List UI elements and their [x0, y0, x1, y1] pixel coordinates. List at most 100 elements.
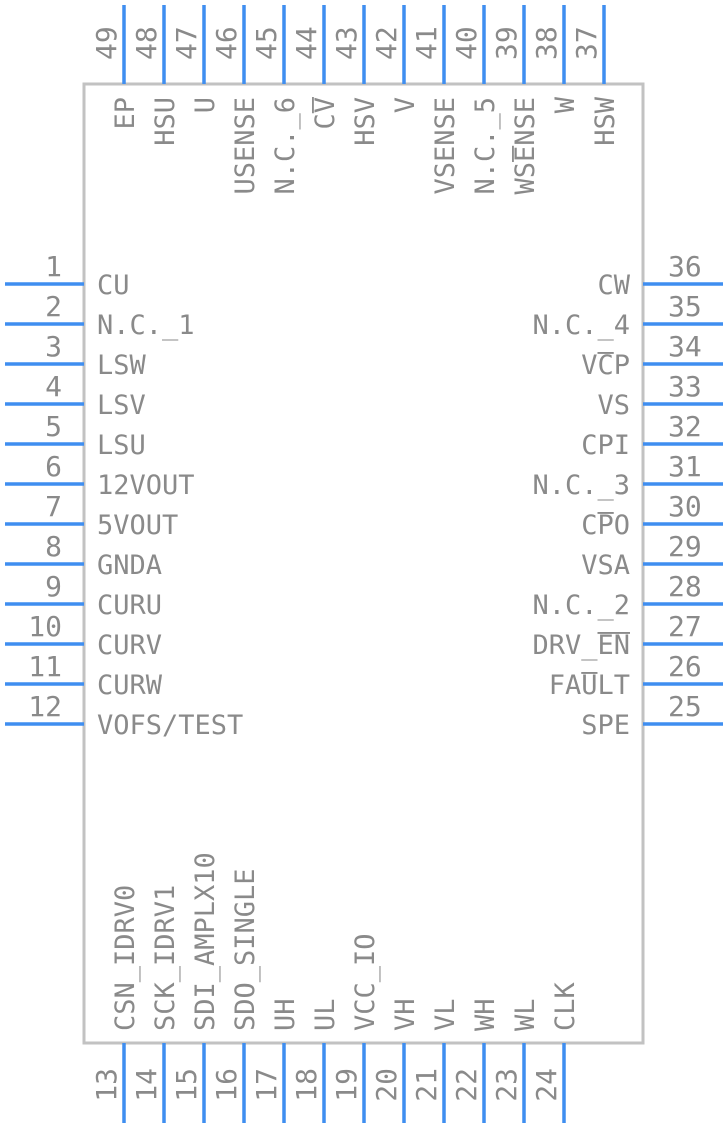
pin-number-7: 7 — [45, 490, 62, 523]
pin-label-27: DRV_EN — [532, 630, 630, 661]
pin-label-2: N.C._1 — [97, 310, 195, 341]
pin-number-39: 39 — [490, 26, 523, 60]
pin-label-17: UH — [270, 998, 301, 1031]
pin-label-12: VOFS/TEST — [97, 710, 243, 741]
pin-number-32: 32 — [668, 410, 702, 443]
pin-number-28: 28 — [668, 570, 702, 603]
pin-label-1: CU — [97, 270, 130, 301]
pin-label-7: 5VOUT — [97, 510, 178, 541]
pin-number-21: 21 — [410, 1068, 443, 1102]
pin-number-15: 15 — [170, 1068, 203, 1102]
pin-number-4: 4 — [45, 370, 62, 403]
pin-number-30: 30 — [668, 490, 702, 523]
pin-number-13: 13 — [90, 1068, 123, 1102]
pin-number-31: 31 — [668, 450, 702, 483]
pin-number-36: 36 — [668, 250, 702, 283]
pin-label-8: GNDA — [97, 550, 162, 581]
pin-number-10: 10 — [28, 610, 62, 643]
pin-number-20: 20 — [370, 1068, 403, 1102]
pin-number-19: 19 — [330, 1068, 363, 1102]
pin-number-45: 45 — [250, 26, 283, 60]
pin-label-32: CPI — [581, 430, 630, 461]
pin-label-13: CSN_IDRV0 — [110, 885, 141, 1031]
pin-number-24: 24 — [530, 1068, 563, 1102]
pin-label-29: VSA — [581, 550, 630, 581]
pin-number-40: 40 — [450, 26, 483, 60]
pin-number-25: 25 — [668, 690, 702, 723]
ic-body-outline — [82, 82, 645, 1045]
pin-label-30: CPO — [581, 510, 630, 541]
pin-number-42: 42 — [370, 26, 403, 60]
pin-number-1: 1 — [45, 250, 62, 283]
pin-label-4: LSV — [97, 390, 146, 421]
pin-label-49: EP — [110, 97, 141, 130]
pin-number-18: 18 — [290, 1068, 323, 1102]
pin-number-6: 6 — [45, 450, 62, 483]
pin-number-9: 9 — [45, 570, 62, 603]
pin-number-17: 17 — [250, 1068, 283, 1102]
pin-label-40: N.C._5 — [470, 97, 501, 195]
pin-number-47: 47 — [170, 26, 203, 60]
pin-number-46: 46 — [210, 26, 243, 60]
pin-number-44: 44 — [290, 26, 323, 60]
pin-number-49: 49 — [90, 26, 123, 60]
pin-label-20: VH — [390, 998, 421, 1031]
pin-label-47: U — [190, 97, 221, 113]
pin-number-8: 8 — [45, 530, 62, 563]
pin-label-19: VCC_IO — [350, 933, 381, 1031]
pin-number-26: 26 — [668, 650, 702, 683]
pin-label-3: LSW — [97, 350, 147, 381]
pin-number-37: 37 — [570, 26, 603, 60]
pin-number-2: 2 — [45, 290, 62, 323]
pin-number-29: 29 — [668, 530, 702, 563]
pin-label-24: CLK — [550, 981, 581, 1031]
pin-label-15: SDI_AMPLX10 — [190, 852, 221, 1031]
pin-number-12: 12 — [28, 690, 62, 723]
pin-label-28: N.C._2 — [532, 590, 630, 621]
pin-number-22: 22 — [450, 1068, 483, 1102]
pin-label-16: SDO_SINGLE — [230, 868, 261, 1031]
pin-label-10: CURV — [97, 630, 162, 661]
pin-label-35: N.C._4 — [532, 310, 630, 341]
pin-number-27: 27 — [668, 610, 702, 643]
pin-label-38: W — [550, 96, 581, 113]
pin-label-48: HSU — [150, 97, 181, 146]
pin-number-14: 14 — [130, 1068, 163, 1102]
pin-number-16: 16 — [210, 1068, 243, 1102]
pin-label-37: HSW — [590, 96, 621, 146]
pin-label-11: CURW — [97, 670, 163, 701]
pin-number-23: 23 — [490, 1068, 523, 1102]
pin-label-22: WH — [470, 998, 501, 1031]
pin-label-18: UL — [310, 998, 341, 1031]
pin-label-42: V — [390, 97, 421, 113]
pin-label-34: VCP — [581, 350, 630, 381]
pin-number-5: 5 — [45, 410, 62, 443]
pin-number-43: 43 — [330, 26, 363, 60]
pin-label-26: FAULT — [549, 670, 630, 701]
pin-number-3: 3 — [45, 330, 62, 363]
pin-label-36: CW — [597, 270, 630, 301]
pin-label-25: SPE — [581, 710, 630, 741]
pin-number-35: 35 — [668, 290, 702, 323]
pin-label-6: 12VOUT — [97, 470, 195, 501]
pin-number-34: 34 — [668, 330, 702, 363]
pin-number-48: 48 — [130, 26, 163, 60]
pin-number-38: 38 — [530, 26, 563, 60]
pin-label-21: VL — [430, 998, 461, 1031]
pin-label-31: N.C._3 — [532, 470, 630, 501]
pin-label-41: VSENSE — [430, 97, 461, 195]
pin-label-39: WSENSE — [510, 97, 541, 195]
pin-label-33: VS — [597, 390, 630, 421]
pin-label-14: SCK_IDRV1 — [150, 885, 181, 1031]
pin-label-23: WL — [510, 998, 541, 1031]
pin-label-5: LSU — [97, 430, 146, 461]
pin-label-9: CURU — [97, 590, 162, 621]
pin-label-46: USENSE — [230, 97, 261, 195]
pin-label-43: HSV — [350, 97, 381, 146]
pin-number-41: 41 — [410, 26, 443, 60]
pin-label-44: CV — [310, 97, 341, 130]
pin-number-33: 33 — [668, 370, 702, 403]
pin-label-45: N.C._6 — [270, 97, 301, 195]
